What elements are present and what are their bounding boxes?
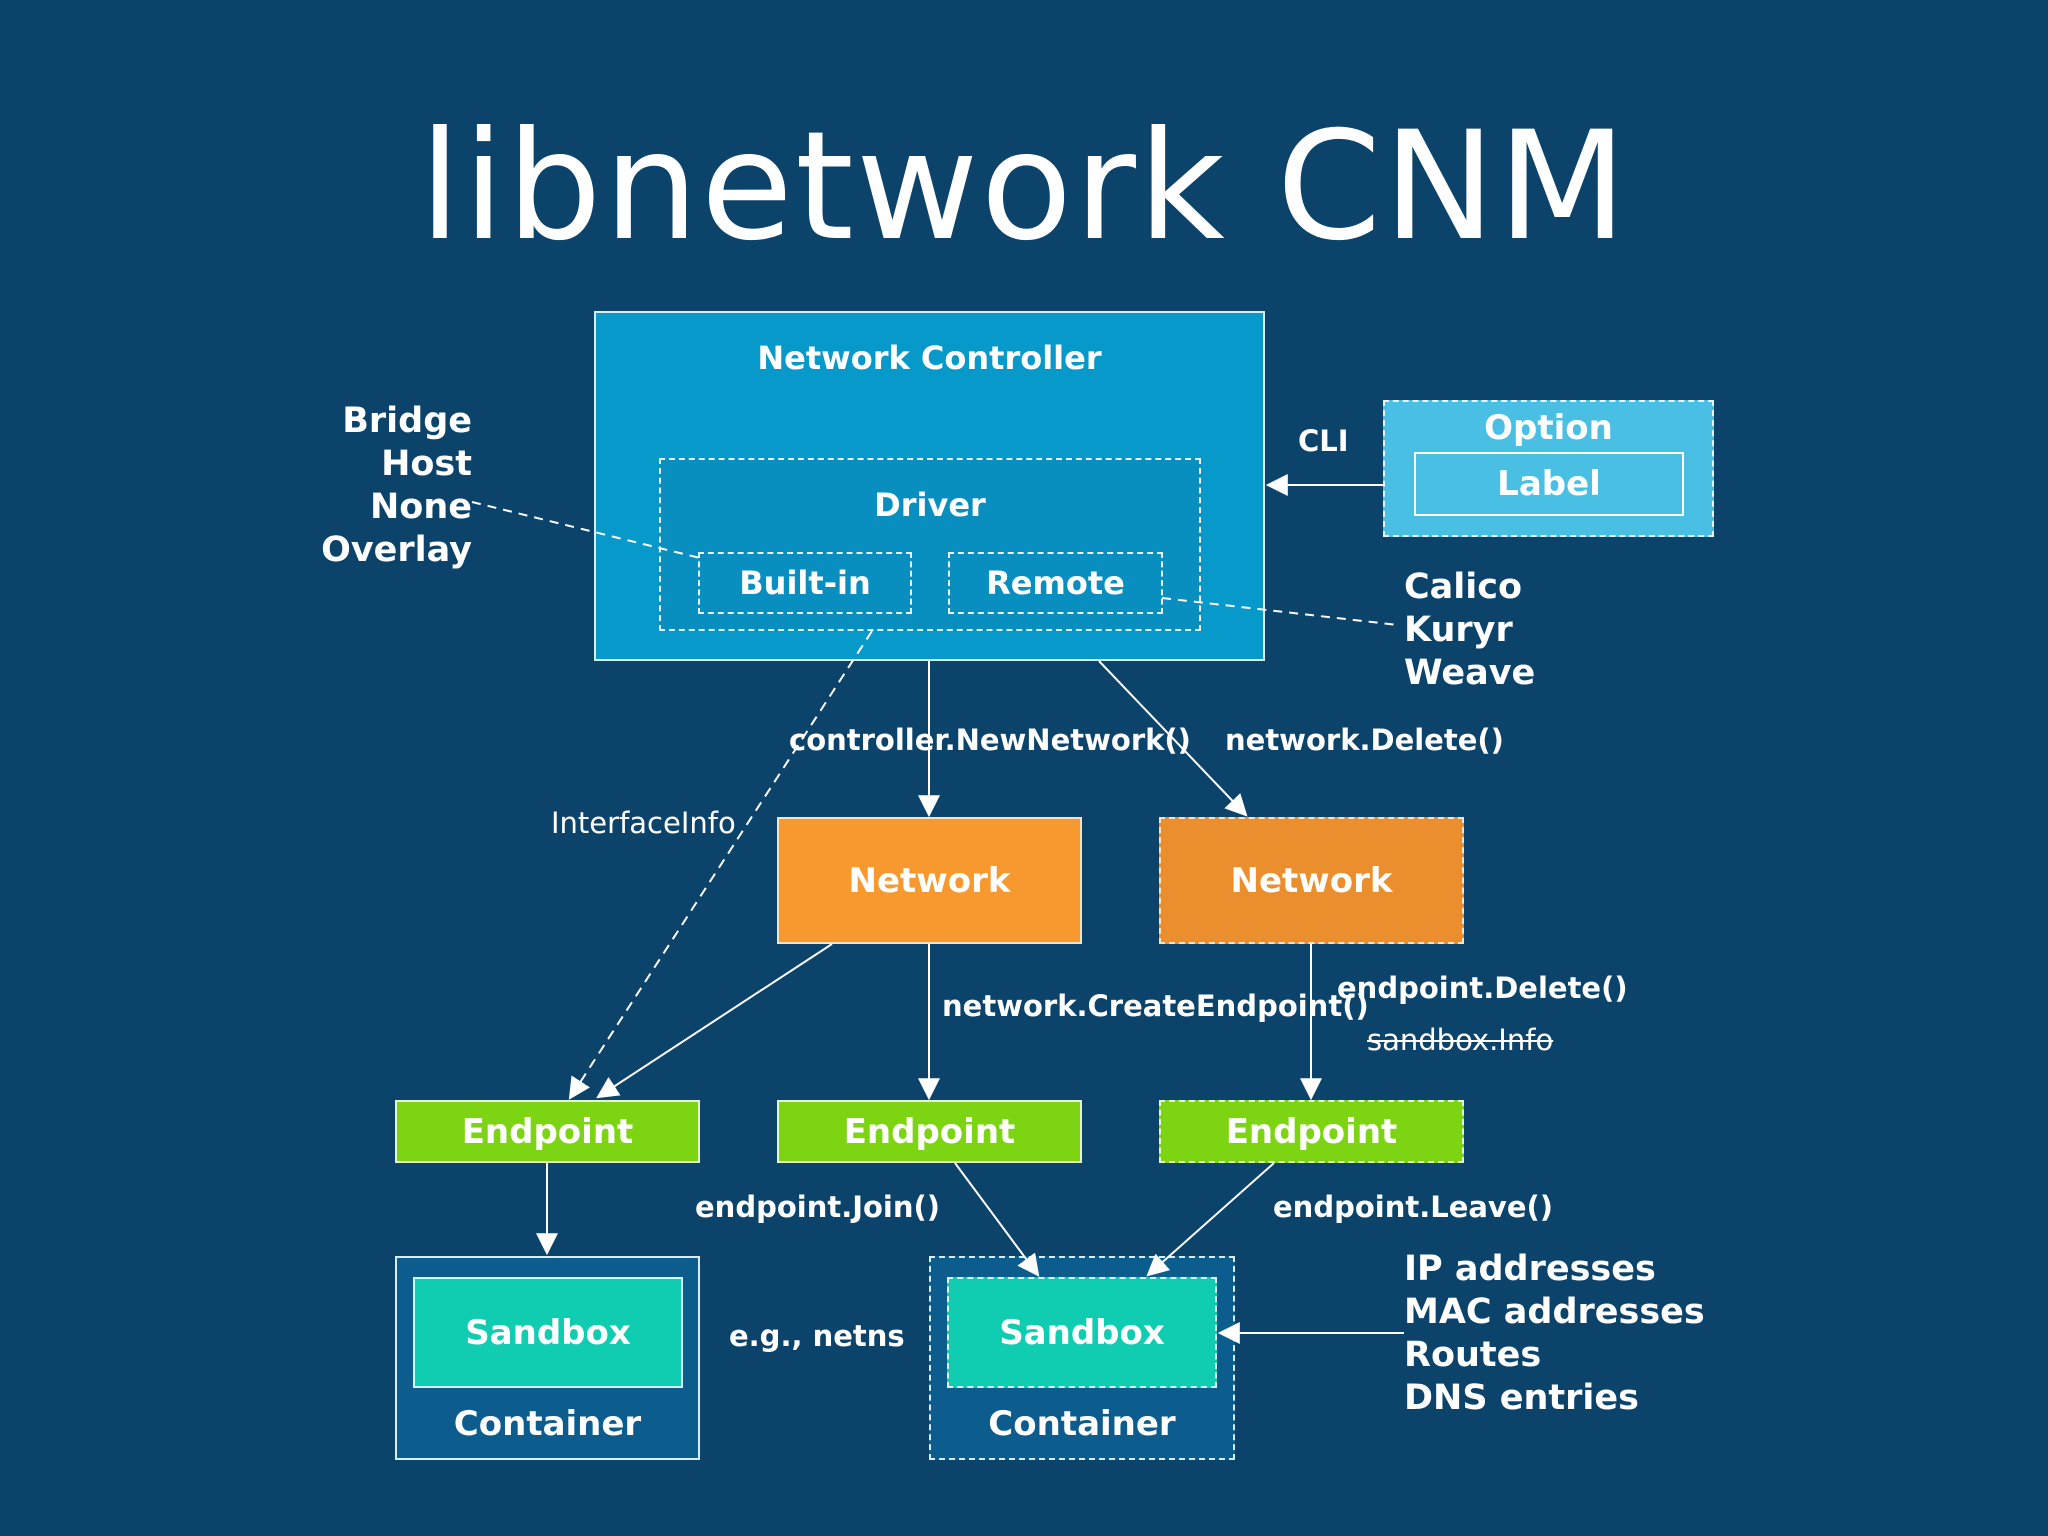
driver-group: Driver [659,458,1201,631]
cli-label: CLI [1298,424,1349,458]
sandbox-box: Sandbox [413,1277,683,1388]
builtin-driver-label: Built-in [739,564,871,602]
sandbox-info-item: MAC addresses [1404,1292,1705,1332]
builtin-driver-item: Host [381,444,472,484]
network-controller-label: Network Controller [757,339,1102,377]
network-to-endpoint-arrow [596,943,833,1099]
remote-driver-item: Calico [1404,567,1523,607]
page-title: libnetwork CNM [419,100,1629,274]
remote-driver-label: Remote [986,564,1125,602]
create-endpoint-call-label: network.CreateEndpoint() [942,989,1369,1023]
builtin-driver-box: Built-in [698,552,912,614]
netns-example-label: e.g., netns [729,1319,905,1353]
deleted-endpoint-label: Endpoint [1225,1111,1398,1152]
sandbox-label: Sandbox [465,1312,631,1353]
endpoint-box: Endpoint [777,1100,1082,1163]
deleted-network-box: Network [1159,817,1464,944]
endpoint-label: Endpoint [461,1111,634,1152]
remote-driver-connector [1161,597,1399,626]
sandbox-info-list: IP addresses MAC addresses Routes DNS en… [1404,1248,1705,1420]
label-label: Label [1497,464,1601,504]
remote-driver-item: Kuryr [1404,610,1513,650]
remote-driver-box: Remote [948,552,1163,614]
sandbox-info-item: IP addresses [1404,1249,1656,1289]
sandbox-box-dashed: Sandbox [947,1277,1217,1388]
endpoint-leave-arrow [1146,1162,1275,1277]
new-network-call-label: controller.NewNetwork() [789,723,1191,757]
builtin-driver-item: Bridge [342,401,472,441]
endpoint-box: Endpoint [395,1100,700,1163]
sandbox-info-label: sandbox.Info [1367,1023,1554,1057]
network-delete-arrow [1098,660,1248,817]
endpoint-join-call-label: endpoint.Join() [695,1190,941,1224]
sandbox-info-item: Routes [1404,1335,1542,1375]
deleted-network-label: Network [1230,860,1393,901]
endpoint-leave-call-label: endpoint.Leave() [1273,1190,1554,1224]
endpoint-join-arrow [954,1162,1040,1277]
builtin-driver-item: None [370,487,472,527]
sandbox-info-item: DNS entries [1404,1378,1639,1418]
sandbox-label: Sandbox [999,1312,1165,1353]
interface-info-arrow [568,630,873,1100]
label-box: Label [1414,452,1684,516]
network-box: Network [777,817,1082,944]
builtin-driver-item: Overlay [321,530,472,570]
network-label: Network [848,860,1011,901]
endpoint-delete-call-label: endpoint.Delete() [1337,971,1628,1005]
interface-info-label: InterfaceInfo [551,806,736,840]
builtin-driver-connector [471,501,701,559]
deleted-endpoint-box: Endpoint [1159,1100,1464,1163]
option-label: Option [1484,408,1613,448]
builtin-driver-list: Bridge Host None Overlay [321,400,472,572]
endpoint-label: Endpoint [843,1111,1016,1152]
container-label: Container [453,1404,642,1444]
remote-driver-list: Calico Kuryr Weave [1404,566,1535,695]
network-delete-call-label: network.Delete() [1225,723,1504,757]
driver-label: Driver [874,486,986,524]
remote-driver-item: Weave [1404,653,1536,693]
container-label: Container [988,1404,1176,1444]
